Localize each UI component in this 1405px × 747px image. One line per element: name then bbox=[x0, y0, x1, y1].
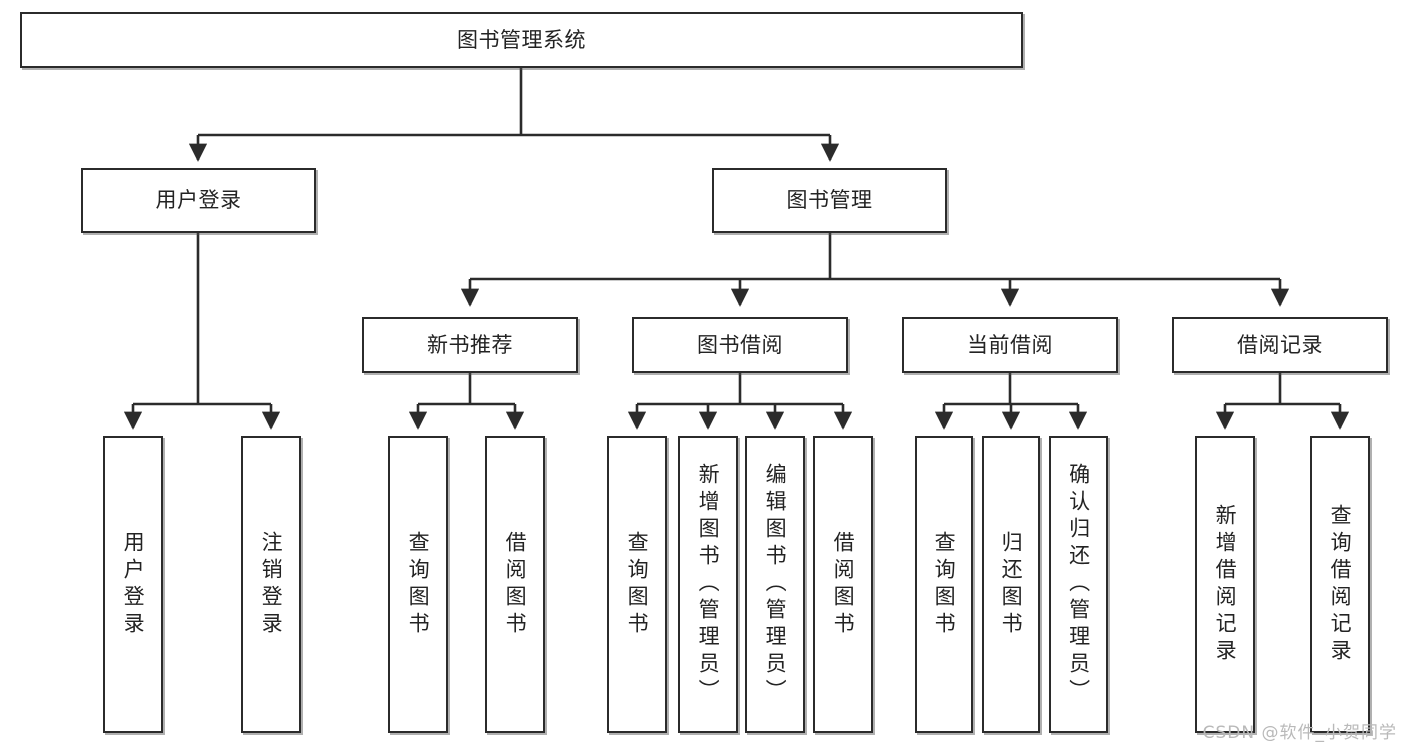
node-leaf-current-query-label: 查询图书 bbox=[932, 530, 957, 639]
node-current-borrow[interactable]: 当前借阅 bbox=[902, 317, 1118, 373]
node-leaf-record-add[interactable]: 新增借阅记录 bbox=[1195, 436, 1255, 733]
node-leaf-current-query[interactable]: 查询图书 bbox=[915, 436, 973, 733]
node-leaf-current-confirm[interactable]: 确认归还（管理员） bbox=[1049, 436, 1108, 733]
node-new-book-rec[interactable]: 新书推荐 bbox=[362, 317, 578, 373]
node-leaf-current-return-label: 归还图书 bbox=[999, 530, 1024, 639]
node-new-book-rec-label: 新书推荐 bbox=[427, 332, 513, 357]
node-leaf-borrow-query-label: 查询图书 bbox=[625, 530, 650, 639]
node-leaf-borrow-add[interactable]: 新增图书（管理员） bbox=[678, 436, 738, 733]
node-leaf-user-logout-label: 注销登录 bbox=[259, 530, 284, 639]
node-root-label: 图书管理系统 bbox=[457, 27, 586, 52]
node-leaf-rec-query-label: 查询图书 bbox=[406, 530, 431, 639]
node-current-borrow-label: 当前借阅 bbox=[967, 332, 1053, 357]
node-user-login-label: 用户登录 bbox=[155, 188, 242, 213]
node-borrow-record-label: 借阅记录 bbox=[1237, 332, 1323, 357]
node-user-login[interactable]: 用户登录 bbox=[81, 168, 316, 233]
node-leaf-record-query[interactable]: 查询借阅记录 bbox=[1310, 436, 1370, 733]
node-leaf-rec-borrow-label: 借阅图书 bbox=[503, 530, 528, 639]
watermark-text: CSDN @软件_小贺同学 bbox=[1202, 723, 1397, 743]
node-leaf-borrow-query[interactable]: 查询图书 bbox=[607, 436, 667, 733]
node-leaf-rec-borrow[interactable]: 借阅图书 bbox=[485, 436, 545, 733]
node-book-borrow-label: 图书借阅 bbox=[697, 332, 783, 357]
node-book-manage[interactable]: 图书管理 bbox=[712, 168, 947, 233]
node-book-borrow[interactable]: 图书借阅 bbox=[632, 317, 848, 373]
node-leaf-borrow-edit[interactable]: 编辑图书（管理员） bbox=[745, 436, 805, 733]
node-leaf-user-login-label: 用户登录 bbox=[121, 530, 146, 639]
node-root[interactable]: 图书管理系统 bbox=[20, 12, 1023, 68]
node-leaf-record-add-label: 新增借阅记录 bbox=[1213, 503, 1238, 666]
node-borrow-record[interactable]: 借阅记录 bbox=[1172, 317, 1388, 373]
node-leaf-current-confirm-label: 确认归还（管理员） bbox=[1066, 463, 1091, 706]
node-leaf-user-login[interactable]: 用户登录 bbox=[103, 436, 163, 733]
node-leaf-borrow-lend[interactable]: 借阅图书 bbox=[813, 436, 873, 733]
node-leaf-rec-query[interactable]: 查询图书 bbox=[388, 436, 448, 733]
node-leaf-user-logout[interactable]: 注销登录 bbox=[241, 436, 301, 733]
node-leaf-record-query-label: 查询借阅记录 bbox=[1328, 503, 1353, 666]
node-leaf-current-return[interactable]: 归还图书 bbox=[982, 436, 1040, 733]
node-leaf-borrow-edit-label: 编辑图书（管理员） bbox=[763, 463, 788, 706]
node-leaf-borrow-add-label: 新增图书（管理员） bbox=[696, 463, 721, 706]
node-leaf-borrow-lend-label: 借阅图书 bbox=[831, 530, 856, 639]
node-book-manage-label: 图书管理 bbox=[786, 188, 873, 213]
